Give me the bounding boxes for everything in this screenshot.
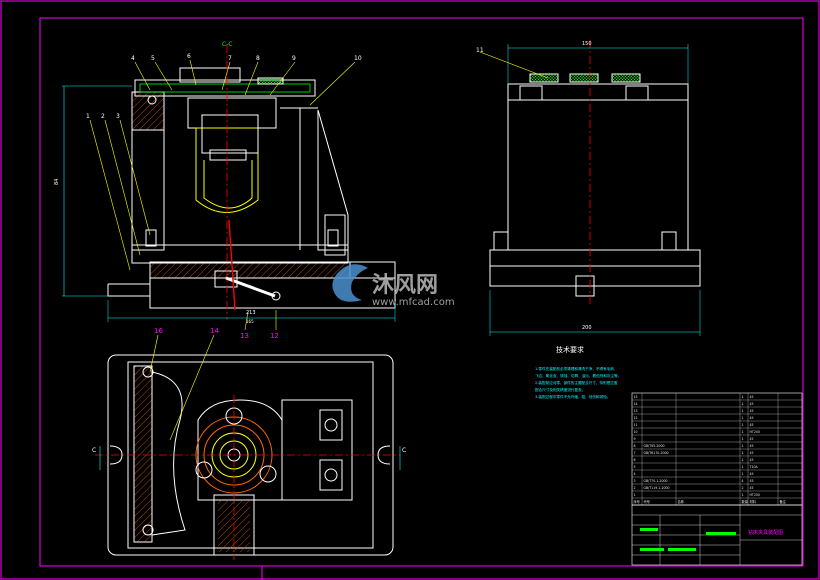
bom-cell: 1 — [742, 423, 744, 427]
balloon-14: 14 — [210, 327, 219, 335]
bom-cell: 13 — [634, 409, 638, 413]
bom-cell: 11 — [634, 423, 638, 427]
bom-cell: GB/T6170-2000 — [644, 451, 669, 455]
bom-cell: 45 — [750, 402, 754, 406]
bom-cell: 45 — [750, 444, 754, 448]
bom-cell: 1 — [742, 409, 744, 413]
bom-cell: 1 — [742, 444, 744, 448]
bom-cell: 8 — [634, 444, 636, 448]
title-block-name: 钻床夹具装配图 — [748, 529, 783, 536]
watermark-url: www.mfcad.com — [372, 297, 455, 308]
dim-bottom-width: 200 — [582, 325, 592, 331]
bom-header-cell: 名称 — [678, 499, 685, 504]
balloon-2: 2 — [101, 113, 105, 120]
bom-cell: 1 — [742, 465, 744, 469]
dim-front-width: 213 — [246, 310, 256, 316]
tech-lines: 1.零件在装配前必须清理和清洗干净，不得有毛刺、 飞边、氧化皮、锈蚀、切屑、油污… — [535, 366, 621, 399]
title-block — [631, 504, 803, 566]
dim-top-width: 150 — [582, 41, 592, 47]
bom-cell: 45 — [750, 486, 754, 490]
balloon-8: 8 — [256, 55, 260, 62]
bom-cell: 1 — [742, 451, 744, 455]
watermark-logo-icon — [332, 264, 368, 302]
balloon-4: 4 — [131, 55, 135, 62]
bom-cell: 45 — [750, 479, 754, 483]
bom-cell: HT200 — [750, 493, 760, 497]
bom-cell: 1 — [742, 437, 744, 441]
bom-cell: 2 — [742, 486, 744, 490]
bom-cell: 9 — [634, 437, 636, 441]
bom-cell: 1 — [742, 395, 744, 399]
bom-cell: 1 — [742, 416, 744, 420]
bom-cell: 14 — [634, 402, 638, 406]
bom-cell: 1 — [742, 458, 744, 462]
bom-cell: 1 — [742, 430, 744, 434]
bom-cell: 1 — [742, 472, 744, 476]
bom-header-cell: 备注 — [780, 499, 787, 504]
bom-cell: 45 — [750, 472, 754, 476]
bom-cell: HT200 — [750, 430, 760, 434]
dim-front-width-sub: 165 — [246, 319, 254, 324]
tech-title: 技术要求 — [556, 345, 584, 354]
bom-cell: 45 — [750, 409, 754, 413]
balloon-16: 16 — [154, 327, 163, 335]
balloon-11: 11 — [476, 47, 484, 54]
bom-cell: 45 — [750, 451, 754, 455]
bom-cell: 6 — [634, 458, 636, 462]
drawing-frame — [39, 17, 804, 567]
bom-cell: 4 — [634, 472, 636, 476]
balloon-3: 3 — [116, 113, 120, 120]
bom-cell: GB/T70.1-2000 — [644, 479, 668, 483]
tech-line-4: 配合尺寸及相关精度进行复查。 — [535, 387, 585, 392]
watermark-brand-cn: 沐风网 — [372, 273, 438, 298]
bom-cell: GB/T95-2000 — [644, 444, 665, 448]
front-view — [62, 45, 396, 331]
dim-side-height: 84 — [54, 179, 60, 185]
bom-header-cell: 数量 — [742, 499, 749, 504]
tech-line-5: 3.装配过程中零件不允许磕、碰、划伤和锈蚀。 — [535, 394, 610, 399]
tech-line-2: 飞边、氧化皮、锈蚀、切屑、油污、着色剂和灰尘等。 — [535, 373, 621, 378]
bom-cell: 1 — [634, 493, 636, 497]
bom-cell: GB/T119.1-2000 — [644, 486, 670, 490]
balloon-9: 9 — [292, 55, 296, 62]
balloon-5: 5 — [151, 55, 155, 62]
bom-cell: 3 — [634, 479, 636, 483]
bom-cell: 12 — [634, 416, 638, 420]
balloon-7: 7 — [228, 55, 232, 62]
section-label-cc: C-C — [222, 41, 233, 48]
bom-cell: 4 — [742, 479, 744, 483]
bom-cell: 1 — [742, 493, 744, 497]
bom-cell: 10 — [634, 430, 638, 434]
bom-cell: T10A — [749, 465, 759, 469]
balloon-13: 13 — [240, 332, 249, 340]
bom-cell: 45 — [750, 395, 754, 399]
bom-cell: 7 — [634, 451, 636, 455]
balloon-12: 12 — [270, 332, 279, 340]
top-view — [95, 334, 401, 560]
balloon-6: 6 — [187, 53, 191, 60]
side-view — [479, 40, 701, 336]
tech-line-1: 1.零件在装配前必须清理和清洗干净，不得有毛刺、 — [535, 366, 618, 371]
tech-line-3: 2.装配前应对零、部件的主要配合尺寸，特别是过盈 — [535, 380, 618, 385]
bom-cell: 45 — [750, 423, 754, 427]
bom-cell: 1 — [742, 402, 744, 406]
bom-cell: 45 — [750, 437, 754, 441]
bom-cell: 45 — [750, 458, 754, 462]
bom-header-cell: 代号 — [644, 499, 650, 504]
watermark: 沐风网 www.mfcad.com — [332, 264, 455, 308]
bom-cell: 45 — [750, 416, 754, 420]
dim-c1: C — [92, 447, 96, 454]
bom-cell: 2 — [634, 486, 636, 490]
bom-header-cell: 材料 — [750, 499, 757, 504]
bom-header-cell: 序号 — [634, 499, 640, 504]
bom-cell: 5 — [634, 465, 636, 469]
dim-c2: C — [402, 447, 406, 454]
balloon-1: 1 — [86, 113, 90, 120]
balloon-10: 10 — [354, 55, 362, 62]
bom-cell: 15 — [634, 395, 638, 399]
